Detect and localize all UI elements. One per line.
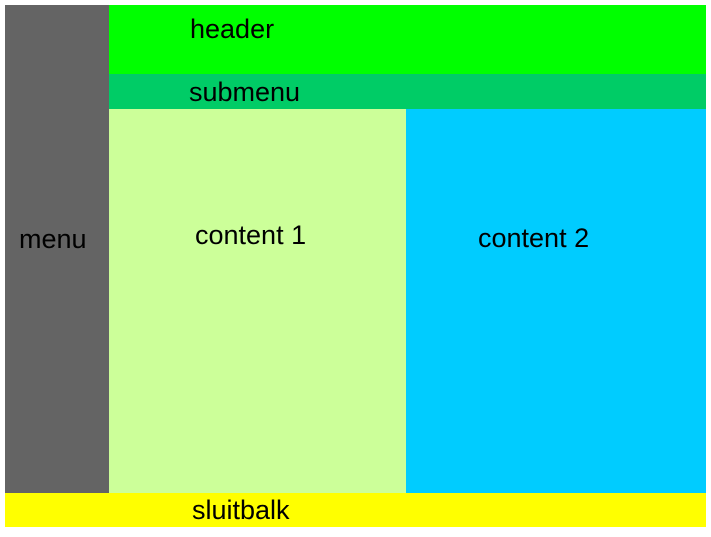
content-1-label: content 1 [195,220,307,250]
submenu-label: submenu [189,77,301,107]
content-1-region: content 1 [109,109,406,493]
footer-region: sluitbalk [5,493,706,527]
menu-label: menu [19,224,87,254]
content-2-region: content 2 [406,109,706,493]
header-label: header [190,14,275,44]
header-region: header [109,5,706,74]
menu-region: menu [5,5,109,493]
submenu-region: submenu [109,74,706,109]
footer-label: sluitbalk [192,495,290,525]
content-2-label: content 2 [478,223,590,253]
